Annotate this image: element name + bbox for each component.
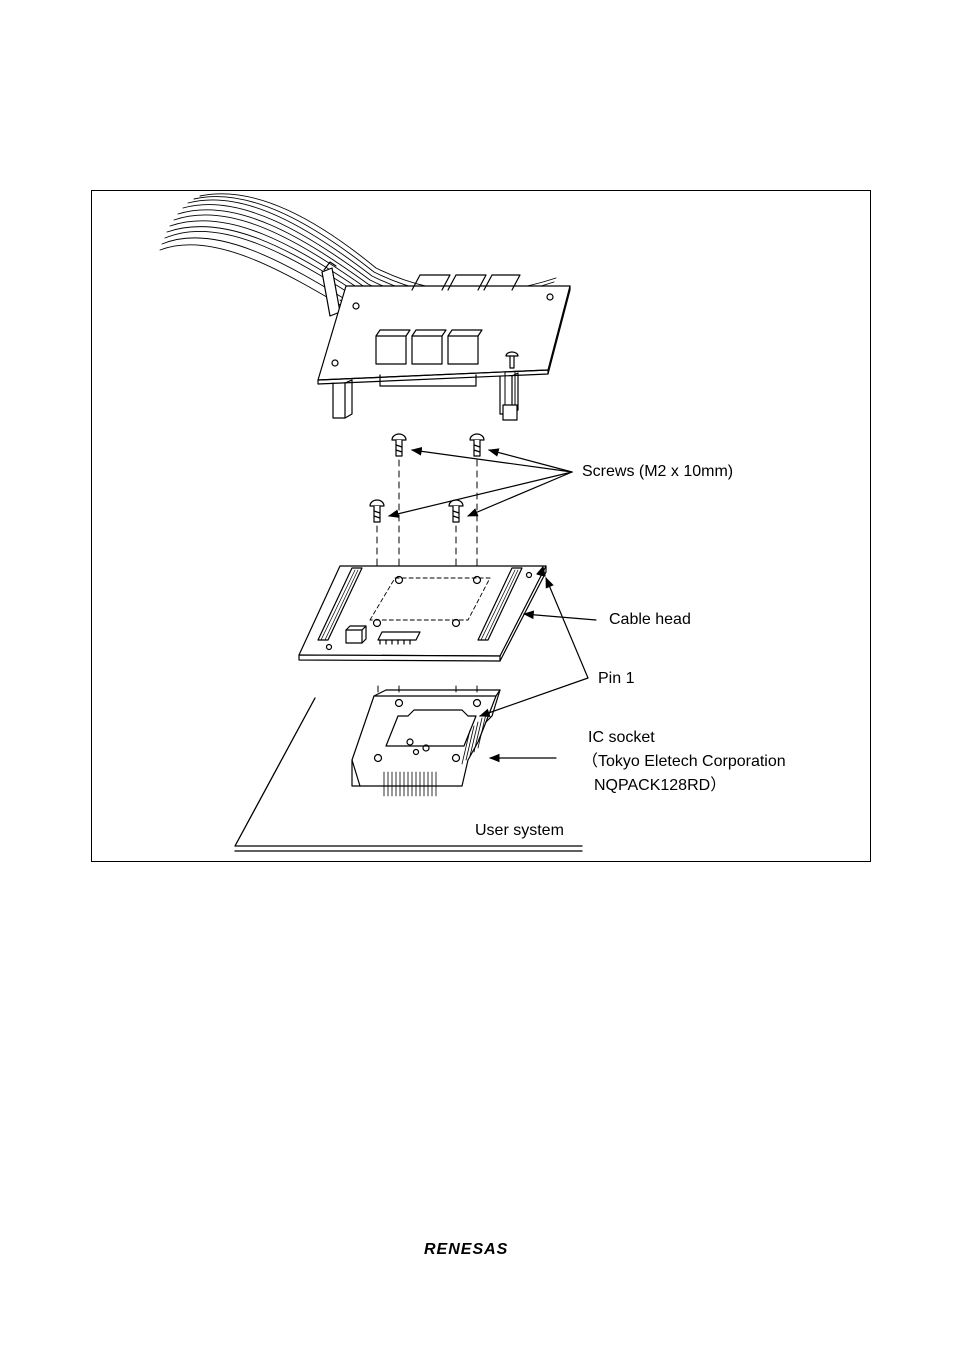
screws-label: Screws (M2 x 10mm) [582, 462, 733, 482]
cable-head-board [299, 566, 546, 661]
logo-text: RENESAS [424, 1241, 508, 1258]
screw-2 [470, 434, 484, 456]
screw-pointers [389, 450, 572, 516]
screw-4 [449, 500, 463, 522]
ic-socket-label: IC socket [588, 728, 655, 748]
screw-1 [392, 434, 406, 456]
screw-3 [370, 500, 384, 522]
cable-tie [322, 262, 340, 316]
ic-socket [352, 690, 500, 796]
cable-head-pointer [524, 614, 596, 620]
pin1-label: Pin 1 [598, 669, 634, 689]
cable-head-label: Cable head [609, 610, 691, 630]
user-system-label: User system [475, 821, 564, 841]
ic-socket-maker-label: （Tokyo Eletech Corporation [582, 752, 786, 772]
ic-socket-part-label: NQPACK128RD） [594, 776, 726, 796]
renesas-logo: RENESAS [422, 1237, 542, 1259]
adapter-board [318, 275, 570, 420]
